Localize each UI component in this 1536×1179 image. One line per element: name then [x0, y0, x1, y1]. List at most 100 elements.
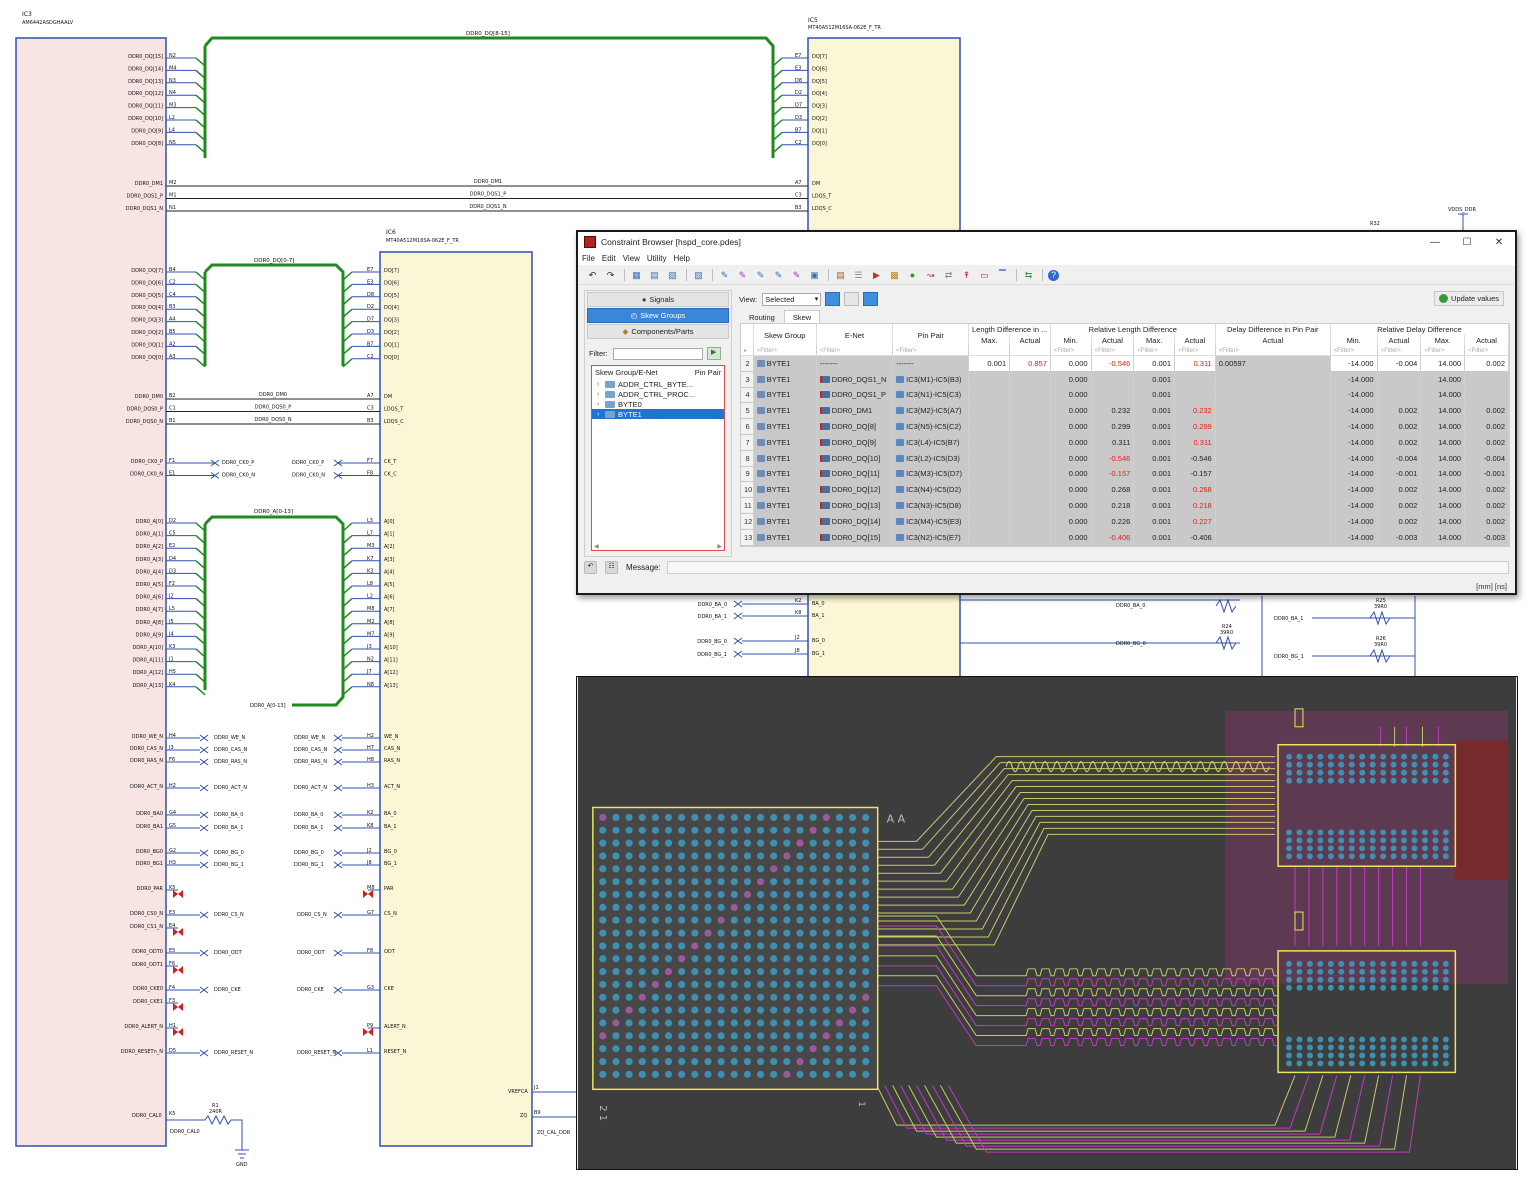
value-cell[interactable]: -14.000 [1330, 513, 1377, 529]
value-cell[interactable]: 0.002 [1465, 482, 1509, 498]
sync-icon[interactable]: ⇆ [1022, 270, 1035, 281]
menu-help[interactable]: Help [673, 254, 689, 263]
value-cell[interactable]: -14.000 [1330, 466, 1377, 482]
enet-cell[interactable]: DDR0_DQ[9] [816, 434, 892, 450]
value-cell[interactable] [969, 513, 1010, 529]
value-cell[interactable]: -0.546 [1175, 450, 1216, 466]
pinpair-cell[interactable]: IC3(N1)-IC5(C3) [893, 387, 969, 403]
sub-actual[interactable]: Actual [1215, 335, 1330, 346]
table-row[interactable]: 9BYTE1DDR0_DQ[11]IC3(M3)-IC5(D7)0.000-0.… [741, 466, 1509, 482]
message-log-icon[interactable]: ☷ [605, 561, 618, 574]
compare-icon[interactable]: ▭ [978, 270, 991, 281]
col-length-diff[interactable]: Length Difference in ... [969, 324, 1050, 335]
table-row[interactable]: 2BYTE1--------------0.0010.8570.000-0.54… [741, 356, 1509, 372]
pinpair-cell[interactable]: IC3(N3)-IC5(D8) [893, 498, 969, 514]
column-filter-cell[interactable]: <Filter> [816, 346, 892, 356]
rule-d-icon[interactable]: ✎ [790, 270, 803, 281]
value-cell[interactable]: -14.000 [1330, 482, 1377, 498]
value-cell[interactable]: 0.001 [1134, 466, 1175, 482]
value-cell[interactable] [1010, 371, 1051, 387]
sub-actual[interactable]: Actual [1175, 335, 1216, 346]
pinpair-cell[interactable]: IC3(L2)-IC5(D3) [893, 450, 969, 466]
table-row[interactable]: 5BYTE1DDR0_DM1IC3(M2)-IC5(A7)0.0000.2320… [741, 403, 1509, 419]
value-cell[interactable]: 0.000 [1050, 482, 1091, 498]
value-cell[interactable]: -0.004 [1377, 450, 1421, 466]
value-cell[interactable]: 14.000 [1421, 450, 1465, 466]
value-cell[interactable]: 0.000 [1050, 371, 1091, 387]
list-icon[interactable]: ☰ [852, 270, 865, 281]
nav-skew-groups[interactable]: ◴Skew Groups [587, 308, 729, 323]
expand-icon[interactable]: › [597, 401, 605, 408]
value-cell[interactable]: 0.001 [1134, 498, 1175, 514]
value-cell[interactable] [1215, 434, 1330, 450]
view-pinpair-toggle-icon[interactable] [844, 292, 859, 306]
value-cell[interactable]: 0.268 [1175, 482, 1216, 498]
value-cell[interactable]: 14.000 [1421, 482, 1465, 498]
value-cell[interactable]: 0.001 [1134, 403, 1175, 419]
value-cell[interactable] [969, 403, 1010, 419]
expand-icon[interactable]: › [597, 391, 605, 398]
value-cell[interactable]: -14.000 [1330, 529, 1377, 545]
col-rel-length[interactable]: Relative Length Difference [1050, 324, 1215, 335]
value-cell[interactable] [1010, 434, 1051, 450]
value-cell[interactable]: -0.004 [1377, 356, 1421, 372]
value-cell[interactable]: 0.002 [1377, 513, 1421, 529]
column-filter-cell[interactable]: <Filter> [1050, 346, 1091, 356]
enet-cell[interactable]: DDR0_DQ[12] [816, 482, 892, 498]
column-filter-cell[interactable]: <Filter> [1377, 346, 1421, 356]
skew-group-cell[interactable]: BYTE1 [753, 434, 816, 450]
value-cell[interactable]: 0.000 [1050, 498, 1091, 514]
value-cell[interactable]: 0.311 [1091, 434, 1134, 450]
value-cell[interactable] [969, 529, 1010, 545]
value-cell[interactable]: 0.000 [1050, 419, 1091, 435]
value-cell[interactable]: 0.000 [1050, 434, 1091, 450]
flow-icon[interactable]: ⇄ [942, 270, 955, 281]
bar-chart-icon[interactable]: ▔ [996, 270, 1009, 281]
column-filter-cell[interactable]: <Filter> [753, 346, 816, 356]
value-cell[interactable]: 14.000 [1421, 371, 1465, 387]
value-cell[interactable] [969, 466, 1010, 482]
value-cell[interactable] [1215, 419, 1330, 435]
skew-group-cell[interactable]: BYTE1 [753, 356, 816, 372]
value-cell[interactable]: 0.001 [1134, 513, 1175, 529]
value-cell[interactable] [1010, 466, 1051, 482]
table-row[interactable]: 10BYTE1DDR0_DQ[12]IC3(N4)-IC5(D2)0.0000.… [741, 482, 1509, 498]
sub-min[interactable]: Min. [1330, 335, 1377, 346]
value-cell[interactable]: -14.000 [1330, 371, 1377, 387]
tree-item-byte1[interactable]: ›BYTE1 [592, 409, 724, 419]
value-cell[interactable] [1215, 498, 1330, 514]
value-cell[interactable] [1010, 498, 1051, 514]
pinpair-cell[interactable]: ------- [893, 356, 969, 372]
value-cell[interactable] [1175, 371, 1216, 387]
tree-item-addr-ctrl-byte[interactable]: ›ADDR_CTRL_BYTE... [592, 379, 724, 389]
skew-icon[interactable]: ▨ [692, 270, 705, 281]
value-cell[interactable]: 0.001 [1134, 356, 1175, 372]
filter-input[interactable] [613, 348, 703, 360]
value-cell[interactable] [1215, 466, 1330, 482]
column-filter-cell[interactable]: <Filter> [1465, 346, 1509, 356]
value-cell[interactable]: -14.000 [1330, 356, 1377, 372]
column-filter-cell[interactable]: <Filter> [1215, 346, 1330, 356]
value-cell[interactable]: -0.003 [1377, 529, 1421, 545]
value-cell[interactable]: 0.001 [969, 356, 1010, 372]
value-cell[interactable] [969, 498, 1010, 514]
value-cell[interactable]: 14.000 [1421, 419, 1465, 435]
value-cell[interactable]: -0.004 [1465, 450, 1509, 466]
enet-cell[interactable]: DDR0_DQ[15] [816, 529, 892, 545]
value-cell[interactable] [1010, 419, 1051, 435]
value-cell[interactable]: 14.000 [1421, 434, 1465, 450]
value-cell[interactable]: 0.002 [1465, 498, 1509, 514]
skew-group-cell[interactable]: BYTE1 [753, 482, 816, 498]
value-cell[interactable]: 0.002 [1377, 403, 1421, 419]
value-cell[interactable] [969, 434, 1010, 450]
menu-file[interactable]: File [582, 254, 595, 263]
tree-item-addr-ctrl-proc[interactable]: ›ADDR_CTRL_PROC... [592, 389, 724, 399]
scroll-left-icon[interactable]: ◀ [594, 543, 599, 549]
value-cell[interactable]: -14.000 [1330, 450, 1377, 466]
table-row[interactable]: 6BYTE1DDR0_DQ[8]IC3(N5)-IC5(C2)0.0000.29… [741, 419, 1509, 435]
value-cell[interactable]: 0.002 [1377, 498, 1421, 514]
view-select[interactable]: Selected [762, 293, 821, 306]
value-cell[interactable]: 0.002 [1377, 482, 1421, 498]
skew-group-cell[interactable]: BYTE1 [753, 387, 816, 403]
pinpair-cell[interactable]: IC3(M2)-IC5(A7) [893, 403, 969, 419]
